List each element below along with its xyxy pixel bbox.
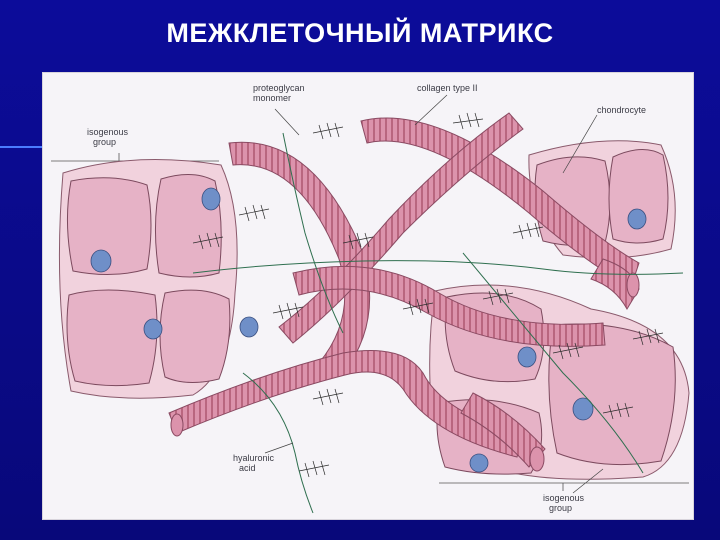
chondrocyte-cell [66, 289, 158, 387]
proteoglycan-monomer [452, 112, 484, 130]
collagen-fibers [168, 112, 640, 472]
leader-lines [264, 94, 604, 494]
fiber-end [626, 272, 640, 298]
label-collagen-type-ii: collagen type II [417, 83, 478, 93]
proteoglycan-monomer [298, 460, 330, 478]
cell-nucleus [239, 316, 259, 338]
proteoglycan-monomer [402, 298, 434, 316]
proteoglycan-monomer [312, 388, 344, 406]
cell-nucleus [572, 397, 594, 421]
proteoglycan-monomer [342, 232, 374, 250]
fiber-end [529, 446, 545, 472]
cell-nucleus [517, 346, 537, 368]
cell-nucleus [143, 318, 163, 340]
proteoglycan-monomer [238, 204, 270, 222]
chondrocyte-cell [548, 323, 676, 466]
collagen-fiber [590, 258, 640, 311]
chondrocyte-cell [66, 177, 152, 276]
isogenous-group-bracket-bottom [439, 482, 689, 491]
proteoglycan-monomer [482, 288, 514, 306]
proteoglycan-monomers [192, 112, 664, 478]
cell-nucleus [469, 453, 489, 473]
label-chondrocyte: chondrocyte [597, 105, 646, 115]
proteoglycan-monomer [602, 402, 634, 420]
cell-group-left [58, 159, 259, 399]
proteoglycan-monomer [192, 232, 224, 250]
proteoglycan-monomer [632, 328, 664, 346]
proteoglycan-monomer [272, 302, 304, 320]
chondrocyte-cell [608, 149, 669, 244]
proteoglycan-monomer [552, 342, 584, 360]
proteoglycan-monomer [312, 122, 344, 140]
collagen-fiber [460, 392, 546, 468]
proteoglycan-monomer [512, 222, 544, 240]
cell-nucleus [90, 249, 112, 273]
accent-divider [0, 146, 60, 148]
hyaluronic-acid-strands [192, 132, 684, 514]
cell-nucleus [627, 208, 647, 230]
collagen-fiber [292, 265, 606, 347]
slide-title: МЕЖКЛЕТОЧНЫЙ МАТРИКС [166, 18, 554, 48]
chondrocyte-cell [159, 289, 231, 383]
cell-nucleus [201, 187, 221, 211]
fiber-end [170, 413, 184, 437]
